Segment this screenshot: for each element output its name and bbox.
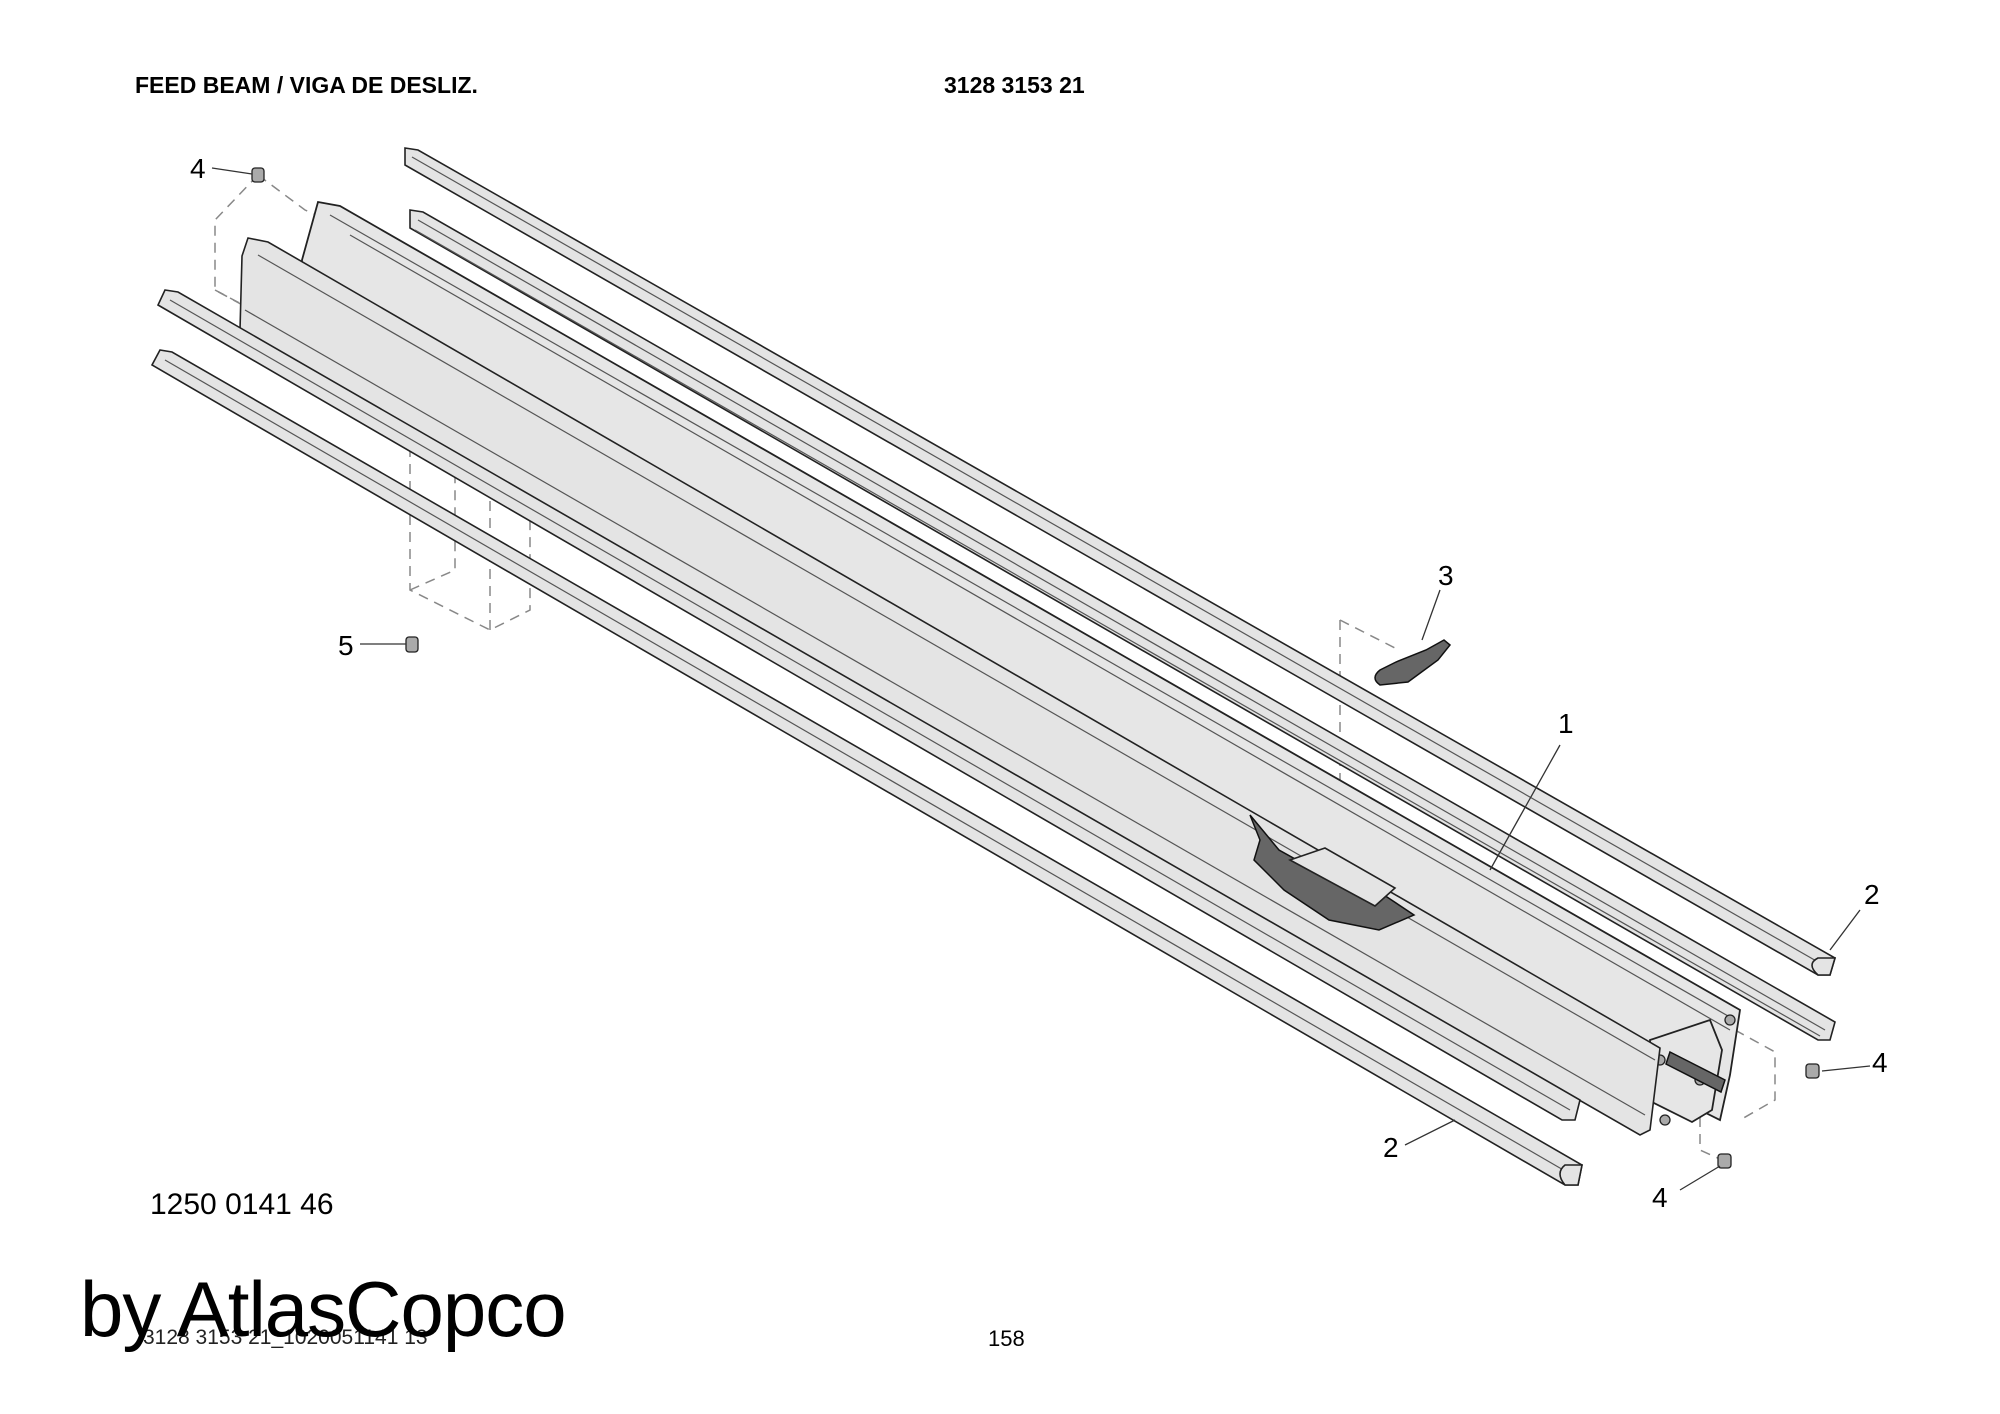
nut-top-left: [251, 167, 265, 183]
callout-5: 5: [338, 630, 354, 661]
upper-slide-rail: [404, 147, 1837, 976]
second-slide-rail: [409, 209, 1836, 1041]
plug-left: [405, 636, 419, 653]
beam-lower-channel: [239, 237, 1661, 1136]
callout-leaders: [211, 167, 1871, 1191]
callout-2-bottom: 2: [1383, 1132, 1399, 1163]
bottom-slide-rail: [150, 349, 1583, 1186]
nut-right: [1805, 1063, 1820, 1079]
assembly-part-number: 3128 3153 21: [944, 72, 1085, 98]
drawing-reference-number: 1250 0141 46: [150, 1188, 334, 1221]
fasteners: [251, 167, 1820, 1169]
lower-slide-rail: [156, 289, 1581, 1121]
callout-4-top-left: 4: [190, 153, 206, 184]
callout-3: 3: [1438, 560, 1454, 591]
callout-4-right: 4: [1872, 1047, 1888, 1078]
file-name: 3128 3153 21_1020051141 13: [143, 1326, 428, 1349]
watermark: by AtlasCopco: [80, 1265, 567, 1353]
callout-2-right: 2: [1864, 879, 1880, 910]
page-number: 158: [988, 1326, 1025, 1351]
nut-bottom: [1717, 1153, 1732, 1169]
callout-4-bottom: 4: [1652, 1182, 1668, 1213]
wear-pad: [1374, 639, 1452, 686]
page-title: FEED BEAM / VIGA DE DESLIZ.: [135, 72, 478, 98]
callout-1: 1: [1558, 708, 1574, 739]
